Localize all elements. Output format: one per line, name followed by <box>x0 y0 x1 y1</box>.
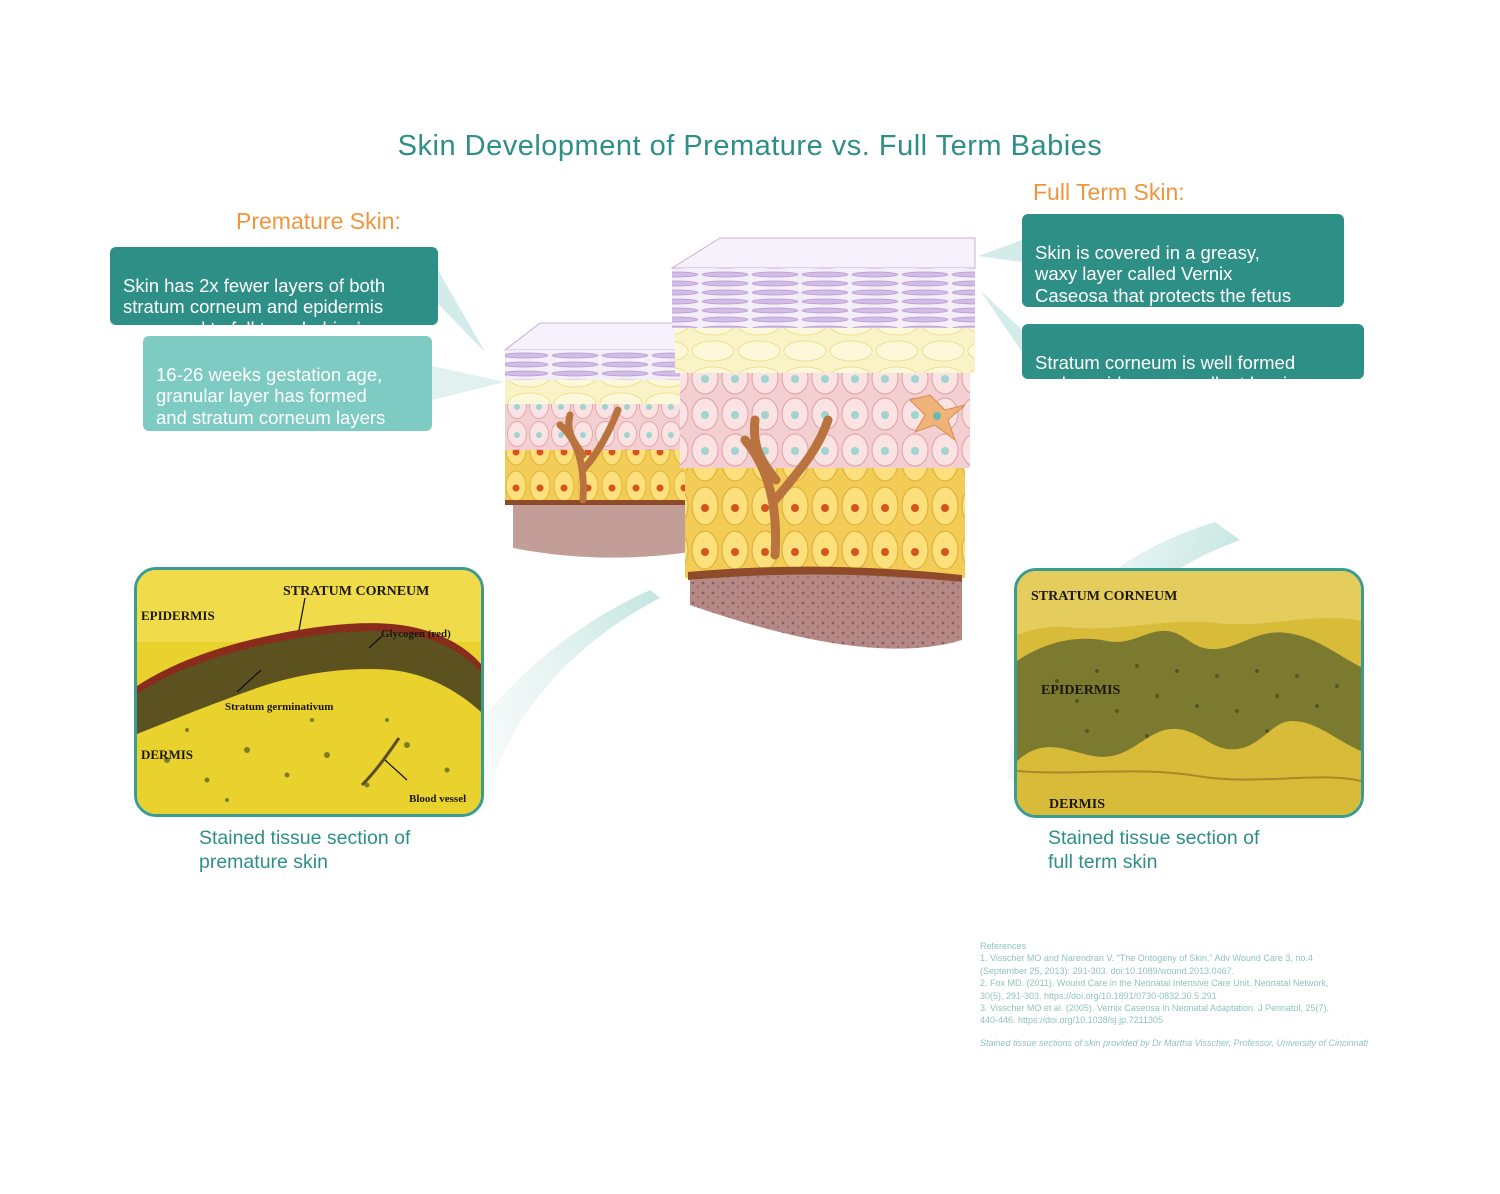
full-term-callout-stratum-text: Stratum corneum is well formed and provi… <box>1035 351 1304 395</box>
skin-layer-illustration <box>503 237 976 649</box>
reference-marker: 2 <box>253 429 259 440</box>
full-term-callout-vernix-text: Skin is covered in a greasy, waxy layer … <box>1035 241 1292 328</box>
reference-marker: 3 <box>1276 307 1282 318</box>
premature-caption: Stained tissue section of premature skin <box>199 827 411 873</box>
premature-callout-gestation-text: 16-26 weeks gestation age, granular laye… <box>156 363 386 450</box>
full-term-callout-stratum: Stratum corneum is well formed and provi… <box>1022 324 1364 394</box>
full-term-stratum-corneum-label: STRATUM CORNEUM <box>1031 589 1178 604</box>
premature-micrograph: STRATUM CORNEUM EPIDERMIS Glycogen (red)… <box>134 567 484 817</box>
page-title: Skin Development of Premature vs. Full T… <box>397 130 1103 162</box>
image-credit: Stained tissue sections of skin provided… <box>980 1037 1369 1048</box>
premature-skin-block <box>503 322 691 558</box>
references-heading: References <box>980 941 1027 951</box>
reference-line: (September 25, 2013): 291-303. doi:10.10… <box>980 965 1235 976</box>
premature-stratum-germinativum-label: Stratum germinativum <box>225 701 334 713</box>
reference-line: 3. Visscher MO et al. (2005). Vernix Cas… <box>980 1003 1330 1014</box>
full-term-epidermis-label: EPIDERMIS <box>1041 683 1121 698</box>
premature-blood-vessel-label: Blood vessel <box>409 793 467 805</box>
premature-dermis-label: DERMIS <box>141 747 194 762</box>
full-term-heading: Full Term Skin: <box>1033 179 1185 205</box>
premature-stratum-corneum-label: STRATUM CORNEUM <box>283 584 430 599</box>
reference-marker: 1 <box>356 319 362 330</box>
full-term-caption: Stained tissue section of full term skin <box>1048 827 1260 873</box>
premature-epidermis-label: EPIDERMIS <box>141 608 215 623</box>
full-term-micrograph: STRATUM CORNEUM EPIDERMIS DERMIS <box>1014 568 1364 818</box>
premature-callout-layers: Skin has 2x fewer layers of both stratum… <box>110 247 438 339</box>
full-term-skin-block <box>670 237 976 649</box>
premature-callout-layers-text: Skin has 2x fewer layers of both stratum… <box>123 274 386 339</box>
reference-line: 440-446. https://doi.org/10.1038/sj.jp.7… <box>980 1015 1163 1026</box>
premature-glycogen-label: Glycogen (red) <box>381 628 451 640</box>
premature-callout-gestation: 16-26 weeks gestation age, granular laye… <box>143 336 432 449</box>
full-term-callout-vernix: Skin is covered in a greasy, waxy layer … <box>1022 214 1344 327</box>
reference-line: 2. Fox MD. (2011). Wound Care in the Neo… <box>980 978 1329 989</box>
premature-heading: Premature Skin: <box>236 208 401 234</box>
full-term-dermis-label: DERMIS <box>1049 797 1106 812</box>
reference-line: 1. Visscher MO and Narendran V. "The Ont… <box>980 953 1313 964</box>
references-block: References 1. Visscher MO and Narendran … <box>980 940 1380 1049</box>
reference-line: 30(5), 291-303. https://doi.org/10.1891/… <box>980 990 1217 1001</box>
